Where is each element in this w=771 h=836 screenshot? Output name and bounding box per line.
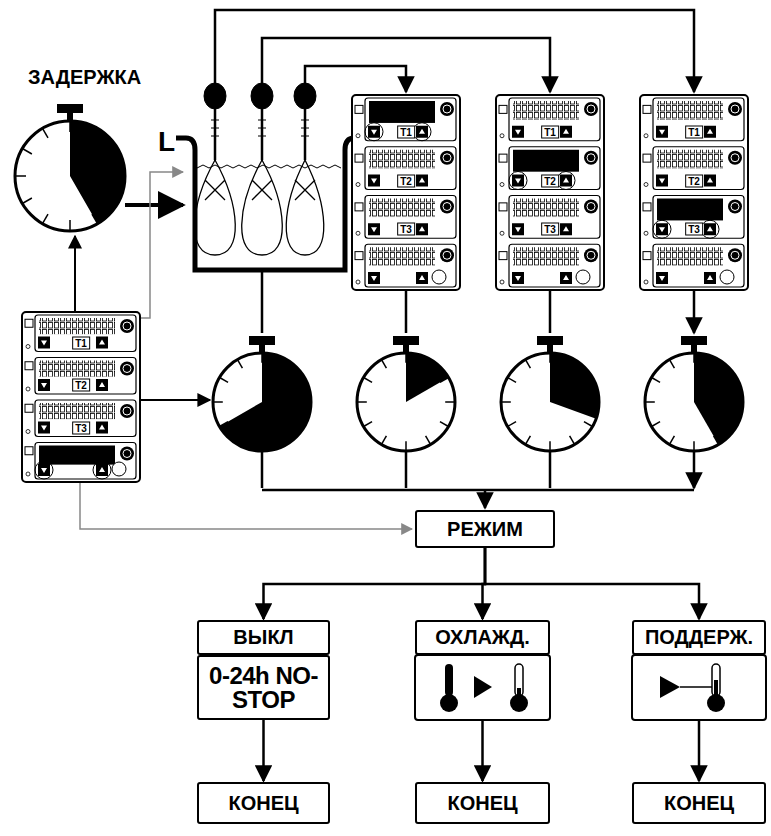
box-text: ВЫКЛ [233, 626, 293, 649]
probe-cable [215, 10, 694, 92]
holding-icon [632, 655, 766, 720]
box-text: КОНЕЦ [228, 792, 298, 815]
button-label: T2 [541, 174, 559, 187]
stopwatch [213, 336, 311, 451]
cooling-icon [415, 655, 550, 720]
box-text: КОНЕЦ [447, 792, 517, 815]
box-text: ОХЛАЖД. [435, 626, 530, 649]
control-panel [640, 95, 748, 290]
stopwatch [357, 336, 455, 451]
button-label: T1 [541, 125, 559, 138]
end-box: КОНЕЦ [632, 782, 766, 824]
control-panel [22, 312, 140, 482]
button-label: T3 [72, 421, 90, 434]
button-label: T1 [397, 125, 415, 138]
box-text: ПОДДЕРЖ. [645, 626, 753, 649]
button-label: T2 [72, 379, 90, 392]
box-text: КОНЕЦ [664, 792, 734, 815]
holding-box: ПОДДЕРЖ. [632, 620, 766, 655]
end-box: КОНЕЦ [197, 782, 330, 824]
mode-box: РЕЖИМ [415, 510, 555, 548]
control-panel [496, 95, 604, 290]
core-probe [195, 83, 324, 255]
button-label: T3 [541, 223, 559, 236]
flow-connector [264, 548, 486, 619]
flow-connector [485, 548, 699, 619]
end-box: КОНЕЦ [415, 782, 550, 824]
button-label: T1 [72, 336, 90, 349]
duration-box: 0-24h NO-STOP [197, 655, 330, 720]
stopwatch [501, 336, 599, 451]
button-label: T2 [685, 174, 703, 187]
delay-label: ЗАДЕРЖКА [28, 66, 141, 89]
off-box: ВЫКЛ [197, 620, 330, 655]
flow-connector [262, 720, 265, 781]
button-label: T3 [685, 223, 703, 236]
stopwatch [15, 104, 125, 231]
box-text: 0-24h NO-STOP [203, 664, 324, 712]
stopwatch [645, 336, 743, 451]
button-label: T3 [397, 223, 415, 236]
button-label: T1 [685, 125, 703, 138]
box-text: РЕЖИМ [447, 518, 523, 541]
button-label: T2 [397, 174, 415, 187]
level-label: L [158, 126, 175, 158]
water-tank [176, 138, 362, 270]
cooling-box: ОХЛАЖД. [415, 620, 550, 655]
control-panel [352, 95, 460, 290]
